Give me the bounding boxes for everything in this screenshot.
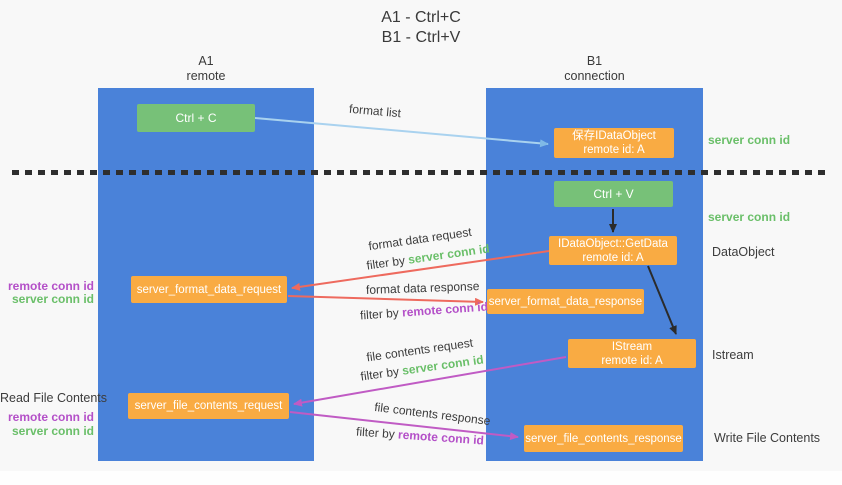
- lane-header-b1: B1 connection: [486, 54, 703, 84]
- ctrl-c-label: Ctrl + C: [175, 111, 217, 125]
- title-line-1: A1 - Ctrl+C: [381, 9, 461, 26]
- lane-a1-name: A1: [198, 54, 214, 68]
- remote-conn-id-annotation-1: remote conn id: [7, 279, 94, 293]
- save-idataobject-line2: remote id: A: [583, 144, 645, 156]
- ctrl-v-node: Ctrl + V: [554, 181, 673, 207]
- remote-conn-id-annotation-2: remote conn id: [7, 410, 94, 424]
- idataobject-getdata-node: IDataObject::GetData remote id: A: [549, 236, 677, 265]
- format-request-label: server_format_data_request: [136, 283, 282, 296]
- server-conn-id-annotation-1: server conn id: [708, 133, 791, 147]
- format-response-label: server_format_data_response: [488, 295, 643, 308]
- istream-node: IStream remote id: A: [568, 339, 696, 368]
- getdata-line1: IDataObject::GetData: [558, 237, 668, 250]
- format-list-arrow: [254, 117, 549, 148]
- file-contents-response-arrow: [289, 411, 519, 441]
- istream-line2: remote id: A: [601, 354, 663, 367]
- lane-b1-role: connection: [564, 69, 625, 83]
- file-request-label: server_file_contents_request: [134, 400, 283, 412]
- server-format-data-response-node: server_format_data_response: [487, 289, 644, 314]
- filter-by-text: filter by: [359, 305, 403, 323]
- getdata-to-istream-arrow: [647, 265, 677, 335]
- istream-line1: IStream: [611, 340, 653, 353]
- session-divider-dashed-line: [12, 170, 825, 175]
- server-file-contents-request-node: server_file_contents_request: [128, 393, 289, 419]
- save-idataobject-node: 保存IDataObject remote id: A: [554, 128, 674, 158]
- ctrl-v-label: Ctrl + V: [593, 187, 634, 201]
- server-conn-id-annotation-left-1: server conn id: [11, 292, 94, 306]
- title-line-2: B1 - Ctrl+V: [381, 29, 461, 46]
- bottom-strip: [0, 471, 842, 485]
- ctrl-c-node: Ctrl + C: [137, 104, 255, 132]
- save-idataobject-line1: 保存IDataObject: [572, 130, 656, 142]
- server-conn-id-annotation-left-2: server conn id: [11, 424, 94, 438]
- server-conn-id-annotation-2: server conn id: [708, 210, 791, 224]
- dataobject-annotation: DataObject: [712, 245, 775, 259]
- lane-a1-role: remote: [186, 69, 226, 83]
- server-format-data-request-node: server_format_data_request: [131, 276, 287, 303]
- format-data-request-arrow: [291, 250, 550, 291]
- format-data-response-arrow: [287, 295, 484, 306]
- file-contents-request-arrow: [293, 356, 567, 407]
- read-file-contents-annotation: Read File Contents: [0, 391, 108, 405]
- filter-by-text: filter by: [355, 424, 399, 442]
- diagram-title: A1 - Ctrl+C B1 - Ctrl+V: [0, 8, 842, 48]
- lane-header-a1: A1 remote: [98, 54, 314, 84]
- write-file-contents-annotation: Write File Contents: [714, 431, 821, 445]
- istream-annotation: Istream: [712, 348, 754, 362]
- file-response-label: server_file_contents_response: [525, 432, 682, 445]
- getdata-line2: remote id: A: [582, 251, 644, 264]
- server-file-contents-response-node: server_file_contents_response: [524, 425, 683, 452]
- lane-b1-name: B1: [586, 54, 603, 68]
